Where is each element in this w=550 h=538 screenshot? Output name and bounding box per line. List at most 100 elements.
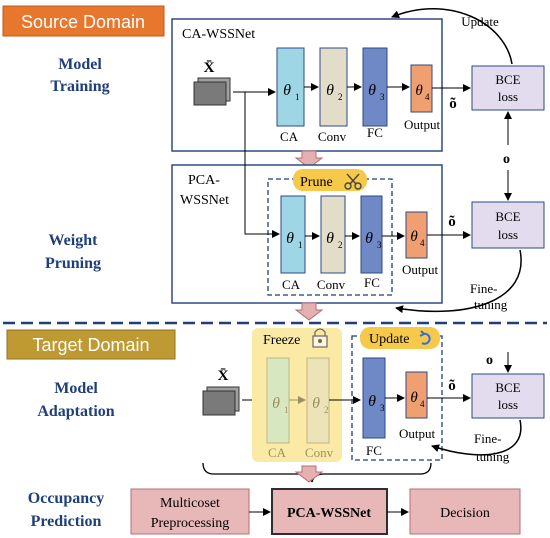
theta-subscript: 2 bbox=[324, 405, 329, 415]
prune-badge-label: Prune bbox=[300, 175, 333, 190]
stage-weight-pruning-line1: Weight bbox=[49, 232, 99, 249]
bce-loss-line2: loss bbox=[498, 227, 518, 242]
update-arrow-label: Update bbox=[461, 14, 499, 29]
label-o: o bbox=[486, 353, 493, 368]
source-domain-label: Source Domain bbox=[21, 12, 145, 32]
scissors-icon bbox=[344, 173, 362, 190]
theta-symbol: θ bbox=[415, 83, 423, 99]
theta-symbol: θ bbox=[283, 82, 291, 99]
theta-symbol: θ bbox=[410, 229, 418, 245]
update-badge-label: Update bbox=[369, 332, 409, 347]
layer-label-fc: FC bbox=[367, 125, 383, 140]
theta-symbol: θ bbox=[368, 393, 376, 410]
target-domain-label: Target Domain bbox=[32, 335, 149, 355]
stage-weight-pruning-line2: Pruning bbox=[45, 255, 101, 272]
bce-loss-box bbox=[471, 373, 545, 419]
theta-subscript: 2 bbox=[338, 240, 343, 250]
lock-icon bbox=[312, 328, 328, 348]
layer-label-conv: Conv bbox=[305, 445, 334, 460]
refresh-icon bbox=[419, 330, 431, 345]
pca-wssnet-title-line1: PCA- bbox=[188, 173, 220, 188]
fc-layer bbox=[362, 47, 388, 127]
stage-occupancy-prediction-line1: Occupancy bbox=[28, 490, 104, 507]
theta-subscript: 4 bbox=[420, 238, 425, 248]
theta-symbol: θ bbox=[312, 395, 320, 412]
fc-layer bbox=[360, 195, 383, 274]
theta-symbol: θ bbox=[272, 395, 280, 412]
fine-tuning-label-line2: tuning bbox=[474, 297, 508, 312]
bce-loss-line1: BCE bbox=[495, 380, 520, 395]
target-domain-banner bbox=[6, 329, 176, 360]
bce-loss-line2: loss bbox=[498, 89, 518, 104]
bce-loss-box bbox=[471, 201, 545, 249]
theta-subscript: 2 bbox=[338, 92, 343, 102]
layer-label-conv: Conv bbox=[318, 129, 347, 144]
output-o-tilde: õ bbox=[448, 378, 456, 394]
output-layer bbox=[405, 371, 428, 419]
preprocessing-box bbox=[130, 488, 250, 535]
preprocessing-line2: Preprocessing bbox=[151, 516, 230, 531]
fine-tuning-arrow bbox=[395, 249, 522, 314]
fine-tuning-label-line1: Fine- bbox=[474, 431, 501, 446]
output-o-tilde: õ bbox=[448, 214, 456, 230]
preprocessing-line1: Multicoset bbox=[160, 496, 220, 511]
ca-wssnet-title: CA-WSSNet bbox=[182, 27, 255, 42]
stage-model-adaptation-line1: Model bbox=[54, 380, 98, 397]
theta-symbol: θ bbox=[368, 82, 376, 99]
theta-subscript: 1 bbox=[298, 240, 303, 250]
label-o: o bbox=[503, 152, 510, 167]
theta-subscript: 1 bbox=[295, 92, 300, 102]
data-stack-icon bbox=[193, 77, 231, 106]
theta-symbol: θ bbox=[326, 230, 334, 247]
stage-occupancy-prediction-line2: Prediction bbox=[31, 513, 102, 530]
decision-label: Decision bbox=[440, 506, 490, 521]
theta-symbol: θ bbox=[286, 230, 294, 247]
source-domain-banner bbox=[2, 5, 165, 37]
brace bbox=[202, 462, 432, 483]
bce-loss-line1: BCE bbox=[495, 72, 520, 87]
layer-label-ca: CA bbox=[268, 445, 287, 460]
layer-label-conv: Conv bbox=[317, 277, 346, 292]
layer-label-output: Output bbox=[399, 426, 436, 441]
theta-symbol: θ bbox=[410, 390, 418, 406]
transition-arrow bbox=[294, 302, 324, 321]
bce-loss-line2: loss bbox=[498, 397, 518, 412]
input-x-bar: X̄ bbox=[218, 368, 229, 384]
update-badge bbox=[360, 327, 440, 349]
stage-model-training-line1: Model bbox=[58, 56, 102, 73]
fine-tuning-label-line2: tuning bbox=[476, 449, 510, 464]
stage-model-training-line2: Training bbox=[50, 78, 109, 95]
fine-tuning-arrow bbox=[431, 419, 522, 456]
theta-subscript: 3 bbox=[380, 403, 385, 413]
layer-label-output: Output bbox=[404, 117, 441, 132]
ca-layer bbox=[280, 195, 306, 274]
bce-loss-line1: BCE bbox=[495, 209, 520, 224]
input-x-bar: X̄ bbox=[204, 60, 215, 76]
decision-box bbox=[409, 488, 521, 535]
transition-arrow bbox=[294, 465, 324, 483]
theta-symbol: θ bbox=[365, 230, 373, 247]
data-stack-icon bbox=[202, 386, 240, 416]
layer-label-output: Output bbox=[402, 262, 439, 277]
stage-model-adaptation-line2: Adaptation bbox=[37, 403, 114, 420]
pca-wssnet-box-label: PCA-WSSNet bbox=[287, 506, 371, 521]
theta-symbol: θ bbox=[326, 82, 334, 99]
theta-subscript: 3 bbox=[380, 92, 385, 102]
layer-label-fc: FC bbox=[366, 443, 382, 458]
fine-tuning-label-line1: Fine- bbox=[470, 281, 497, 296]
theta-subscript: 4 bbox=[420, 399, 425, 409]
freeze-badge-label: Freeze bbox=[263, 333, 300, 348]
update-arrow bbox=[391, 8, 513, 65]
layer-label-ca: CA bbox=[280, 129, 299, 144]
prune-badge bbox=[293, 169, 367, 191]
output-o-tilde: õ bbox=[449, 96, 457, 112]
bce-loss-box bbox=[471, 65, 545, 111]
theta-subscript: 1 bbox=[284, 405, 289, 415]
layer-label-ca: CA bbox=[282, 277, 301, 292]
ca-layer bbox=[276, 47, 305, 127]
transition-arrow bbox=[294, 150, 324, 169]
pca-wssnet-title-line2: WSSNet bbox=[180, 193, 229, 208]
conv-layer bbox=[320, 195, 346, 274]
theta-subscript: 4 bbox=[425, 92, 430, 102]
